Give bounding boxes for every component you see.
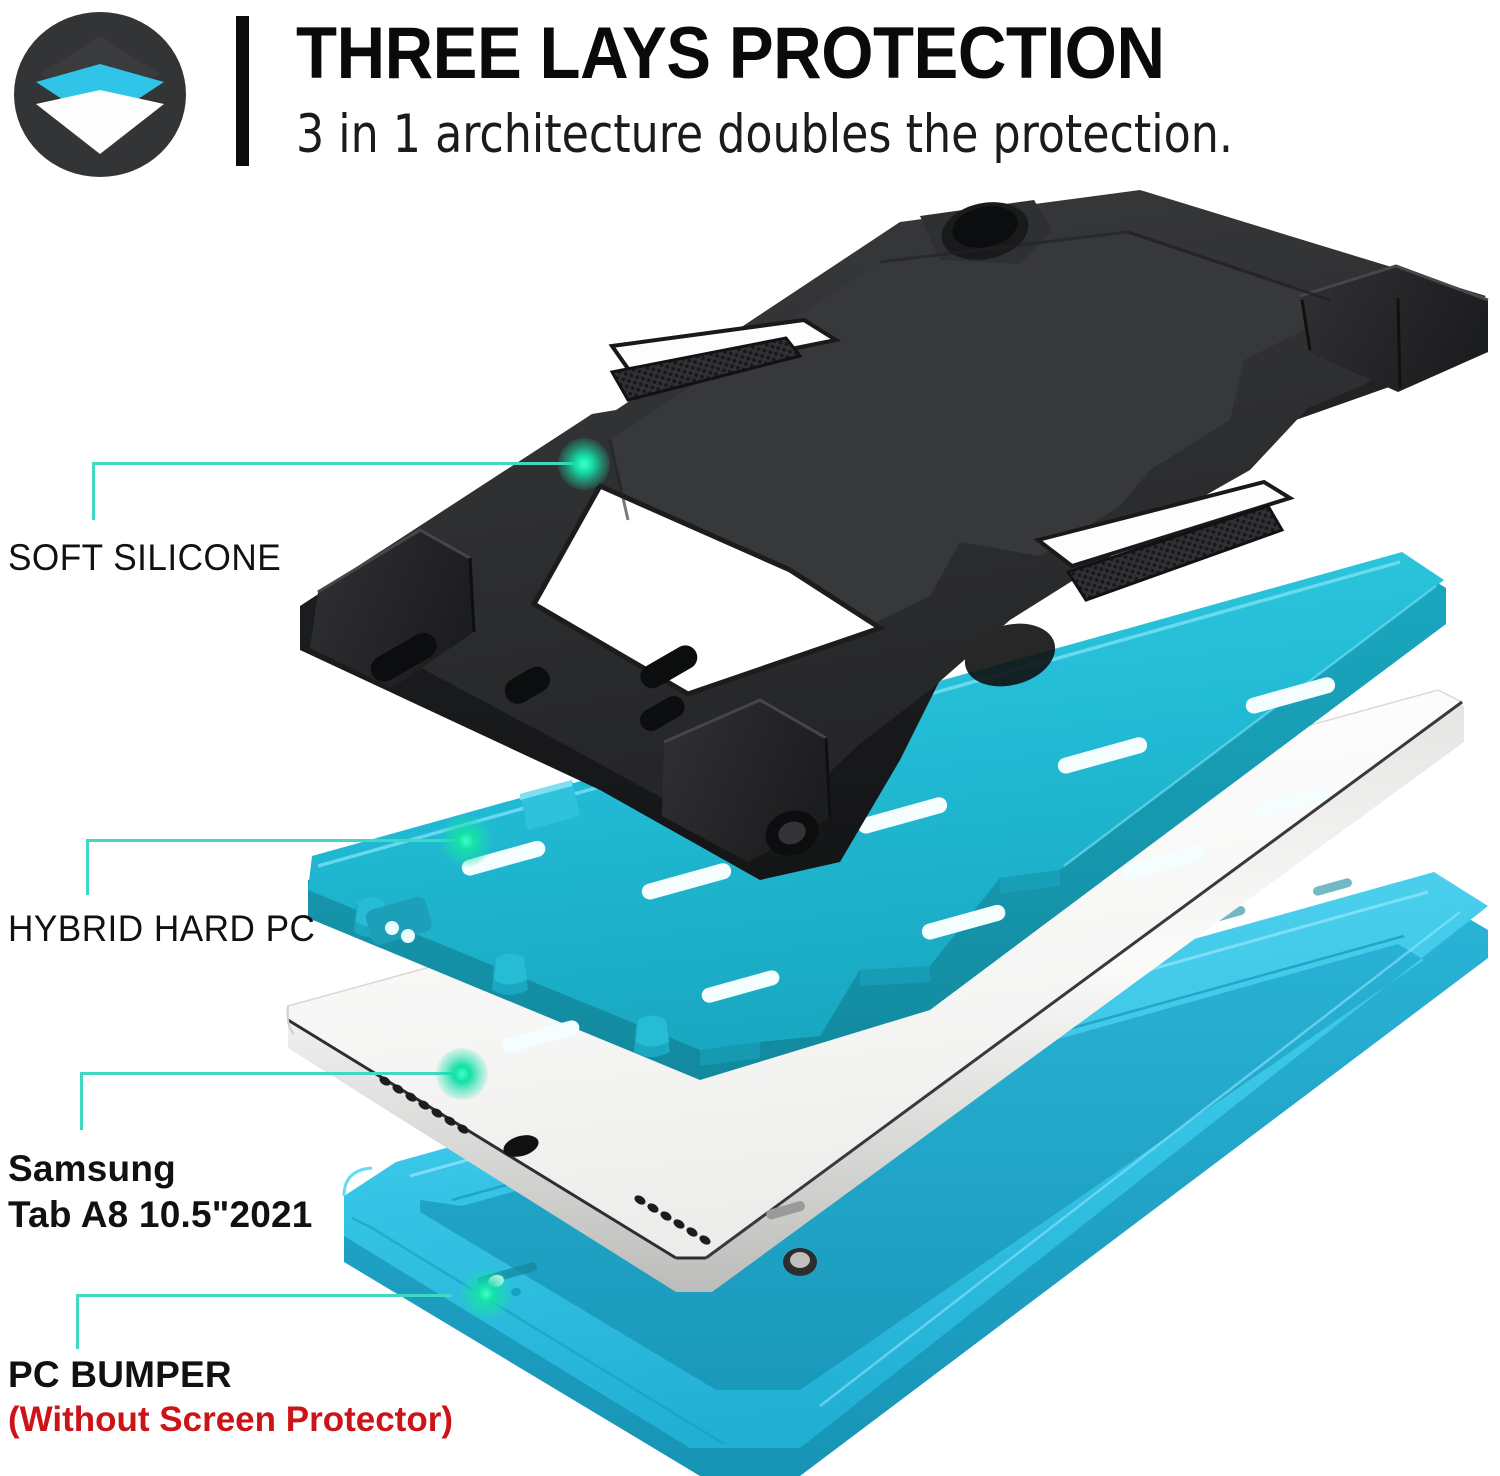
callout-label-samsung-line2: Tab A8 10.5"2021 — [8, 1194, 313, 1235]
silicone-port-cutouts — [370, 632, 819, 856]
pc-shell-port-cut — [365, 896, 432, 945]
leader-line-samsung-tablet — [80, 1072, 462, 1134]
leader-line-hybrid-hard-pc — [86, 839, 466, 899]
callout-label-pc-bumper-note: (Without Screen Protector) — [8, 1400, 453, 1439]
callout-label-soft-silicone: SOFT SILICONE — [8, 537, 282, 578]
callout-label-pc-bumper: PC BUMPER — [8, 1354, 232, 1395]
page-subtitle: 3 in 1 architecture doubles the protecti… — [296, 104, 1233, 165]
speaker-grille-top — [379, 1076, 469, 1134]
soft-silicone-cover-layer — [300, 190, 1489, 880]
speaker-grille-bottom — [634, 1195, 711, 1245]
header-divider — [236, 16, 249, 166]
leader-line-soft-silicone — [92, 462, 584, 524]
leader-line-pc-bumper — [76, 1294, 456, 1353]
callout-label-samsung-tablet: Samsung Tab A8 10.5"2021 — [8, 1146, 313, 1238]
callout-label-hybrid-hard-pc: HYBRID HARD PC — [8, 908, 316, 949]
callout-label-samsung-line1: Samsung — [8, 1148, 176, 1189]
title-block: THREE LAYS PROTECTION 3 in 1 architectur… — [296, 14, 1486, 168]
page-title: THREE LAYS PROTECTION — [296, 13, 1165, 94]
usb-c-port — [503, 1135, 539, 1157]
header: THREE LAYS PROTECTION 3 in 1 architectur… — [0, 0, 1500, 185]
three-layers-stack-icon — [14, 12, 186, 177]
